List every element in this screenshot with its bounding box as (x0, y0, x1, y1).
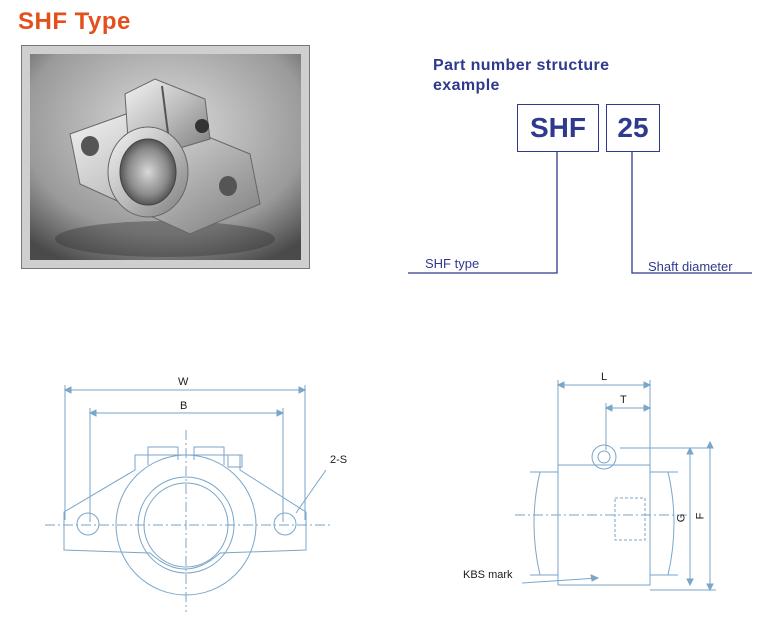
page-title: SHF Type (18, 8, 131, 35)
part-number-leaders (408, 152, 752, 274)
part-size-box: 25 (606, 104, 660, 152)
size-leader-line (631, 152, 752, 274)
size-label: Shaft diameter (648, 259, 733, 274)
code-leader-line (408, 152, 558, 274)
kbs-leader (521, 577, 599, 584)
dim-s-label: 2-S (330, 454, 348, 466)
dim-g-label: G (675, 513, 688, 523)
kbs-mark-label: KBS mark (463, 569, 513, 581)
part-number-heading-line2: example (433, 77, 500, 94)
dim-l-label: L (601, 371, 608, 383)
side-view-drawing (515, 380, 716, 592)
code-label: SHF type (425, 256, 480, 271)
dim-s-leader (295, 469, 327, 514)
part-number-heading-line1: Part number structure (433, 57, 610, 74)
shaft-holder-photo (30, 54, 301, 260)
part-number-heading: Part number structure example (433, 56, 609, 96)
dim-b-label: B (180, 400, 188, 412)
front-view-drawing (45, 385, 330, 612)
part-code-box: SHF (517, 104, 599, 152)
dim-f-label: F (694, 512, 707, 520)
dim-t-label: T (620, 394, 627, 406)
dim-w-label: W (178, 376, 189, 388)
product-photo (21, 45, 310, 269)
